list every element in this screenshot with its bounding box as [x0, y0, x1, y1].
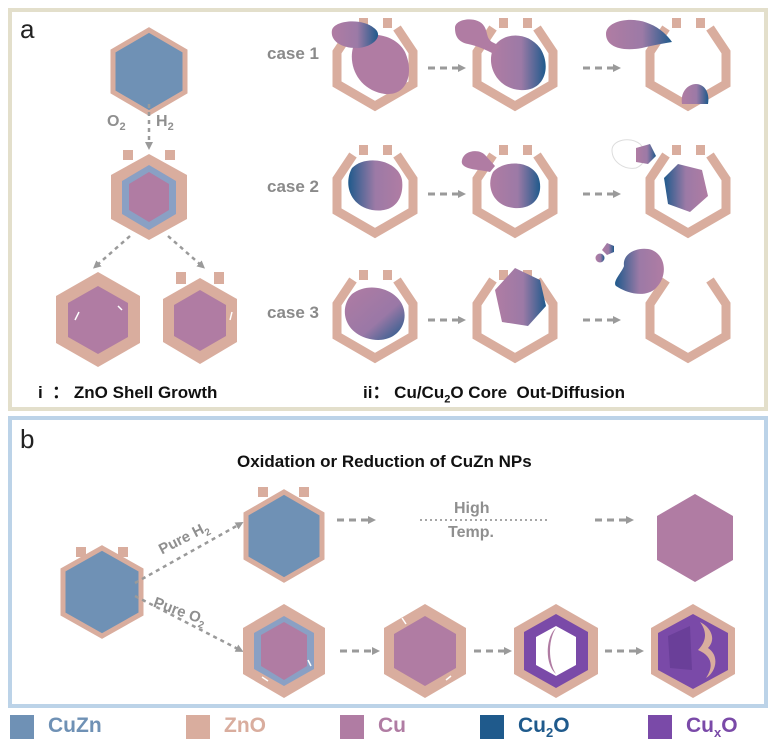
shell-tab	[672, 18, 681, 28]
panel-a-label: a	[20, 14, 35, 44]
case1-core-1	[331, 21, 409, 95]
zno-open-shell	[645, 25, 731, 112]
temp-label: Temp.	[448, 524, 494, 541]
gas-h2-label: H2	[156, 113, 174, 134]
case1-core-3	[606, 19, 709, 104]
shell-tab	[499, 270, 508, 280]
shell-tab	[523, 18, 532, 28]
shell-tab	[383, 18, 392, 28]
arrow-split-right	[167, 235, 205, 269]
shell-tab	[359, 270, 368, 280]
oxidation-stage-3	[514, 604, 598, 698]
shell-tab	[696, 18, 705, 28]
zno-open-shell	[472, 152, 558, 239]
legend-zno: ZnO	[186, 712, 266, 742]
legend-label-cuzn: CuZn	[48, 713, 102, 737]
shell-tab	[499, 145, 508, 155]
legend-cu2o: Cu2O	[480, 712, 570, 742]
section-i-label: i ： ZnO Shell Growth	[38, 383, 218, 402]
cuzn-particle	[110, 27, 188, 116]
case-1-label: case 1	[267, 44, 319, 63]
zno-open-shell	[472, 277, 558, 364]
legend-swatch-cu	[340, 715, 364, 739]
legend-swatch-cu2o	[480, 715, 504, 739]
section-ii-label: ii： Cu/Cu2O Core Out-Diffusion	[363, 383, 626, 406]
cuzn-start-particle	[60, 545, 144, 639]
legend-swatch-cuzn	[10, 715, 34, 739]
case-2-label: case 2	[267, 177, 319, 196]
legend-swatch-zno	[186, 715, 210, 739]
case3-core-1	[344, 287, 405, 340]
zno-shell-particle-left	[56, 272, 140, 367]
shell-tab	[359, 145, 368, 155]
legend-cuxo: CuxO	[648, 712, 738, 742]
process-arrows	[337, 64, 644, 655]
case2-core-2	[461, 151, 541, 209]
shell-tab	[523, 145, 532, 155]
legend-cu: Cu	[340, 712, 406, 742]
shell-tab	[383, 270, 392, 280]
case3-core-2	[495, 268, 546, 326]
oxidation-stage-2	[384, 604, 466, 698]
panel-b-frame	[8, 416, 768, 708]
zno-open-shell	[645, 152, 731, 239]
case3-core-3	[595, 243, 664, 294]
legend-label-zno: ZnO	[224, 713, 266, 737]
zno-open-shell	[472, 25, 558, 112]
panel-a-frame	[8, 8, 768, 411]
shell-tab	[383, 145, 392, 155]
cu-final-particle	[657, 494, 733, 582]
shell-tab	[499, 18, 508, 28]
arrow-split-left	[93, 235, 131, 269]
legend-swatch-cuxo	[648, 715, 672, 739]
oxidation-stage-4	[651, 604, 735, 698]
gas-o2-label: O2	[107, 113, 126, 134]
shell-tab	[672, 145, 681, 155]
zno-open-shell	[332, 25, 418, 112]
legend-label-cuxo: CuxO	[686, 713, 738, 741]
legend-label-cu: Cu	[378, 713, 406, 737]
case1-core-2	[455, 19, 546, 91]
zno-open-shell	[332, 152, 418, 239]
legend-label-cu2o: Cu2O	[518, 713, 570, 741]
panel-b-title: Oxidation or Reduction of CuZn NPs	[237, 452, 532, 471]
oxidation-stage-1	[243, 604, 325, 698]
shell-growth-particle	[111, 150, 187, 240]
zno-shell-particle-right	[163, 272, 237, 364]
legend-cuzn: CuZn	[10, 712, 102, 742]
case2-core-1	[348, 160, 403, 211]
case-3-label: case 3	[267, 303, 319, 322]
high-label: High	[454, 500, 490, 517]
case2-core-3	[611, 139, 708, 212]
arrow-pure-o2	[134, 594, 244, 652]
zno-open-shell	[332, 277, 418, 364]
shell-tab	[696, 145, 705, 155]
zno-open-shell	[645, 277, 731, 364]
panel-b-label: b	[20, 424, 35, 454]
reduced-cuzn-particle	[243, 487, 325, 583]
